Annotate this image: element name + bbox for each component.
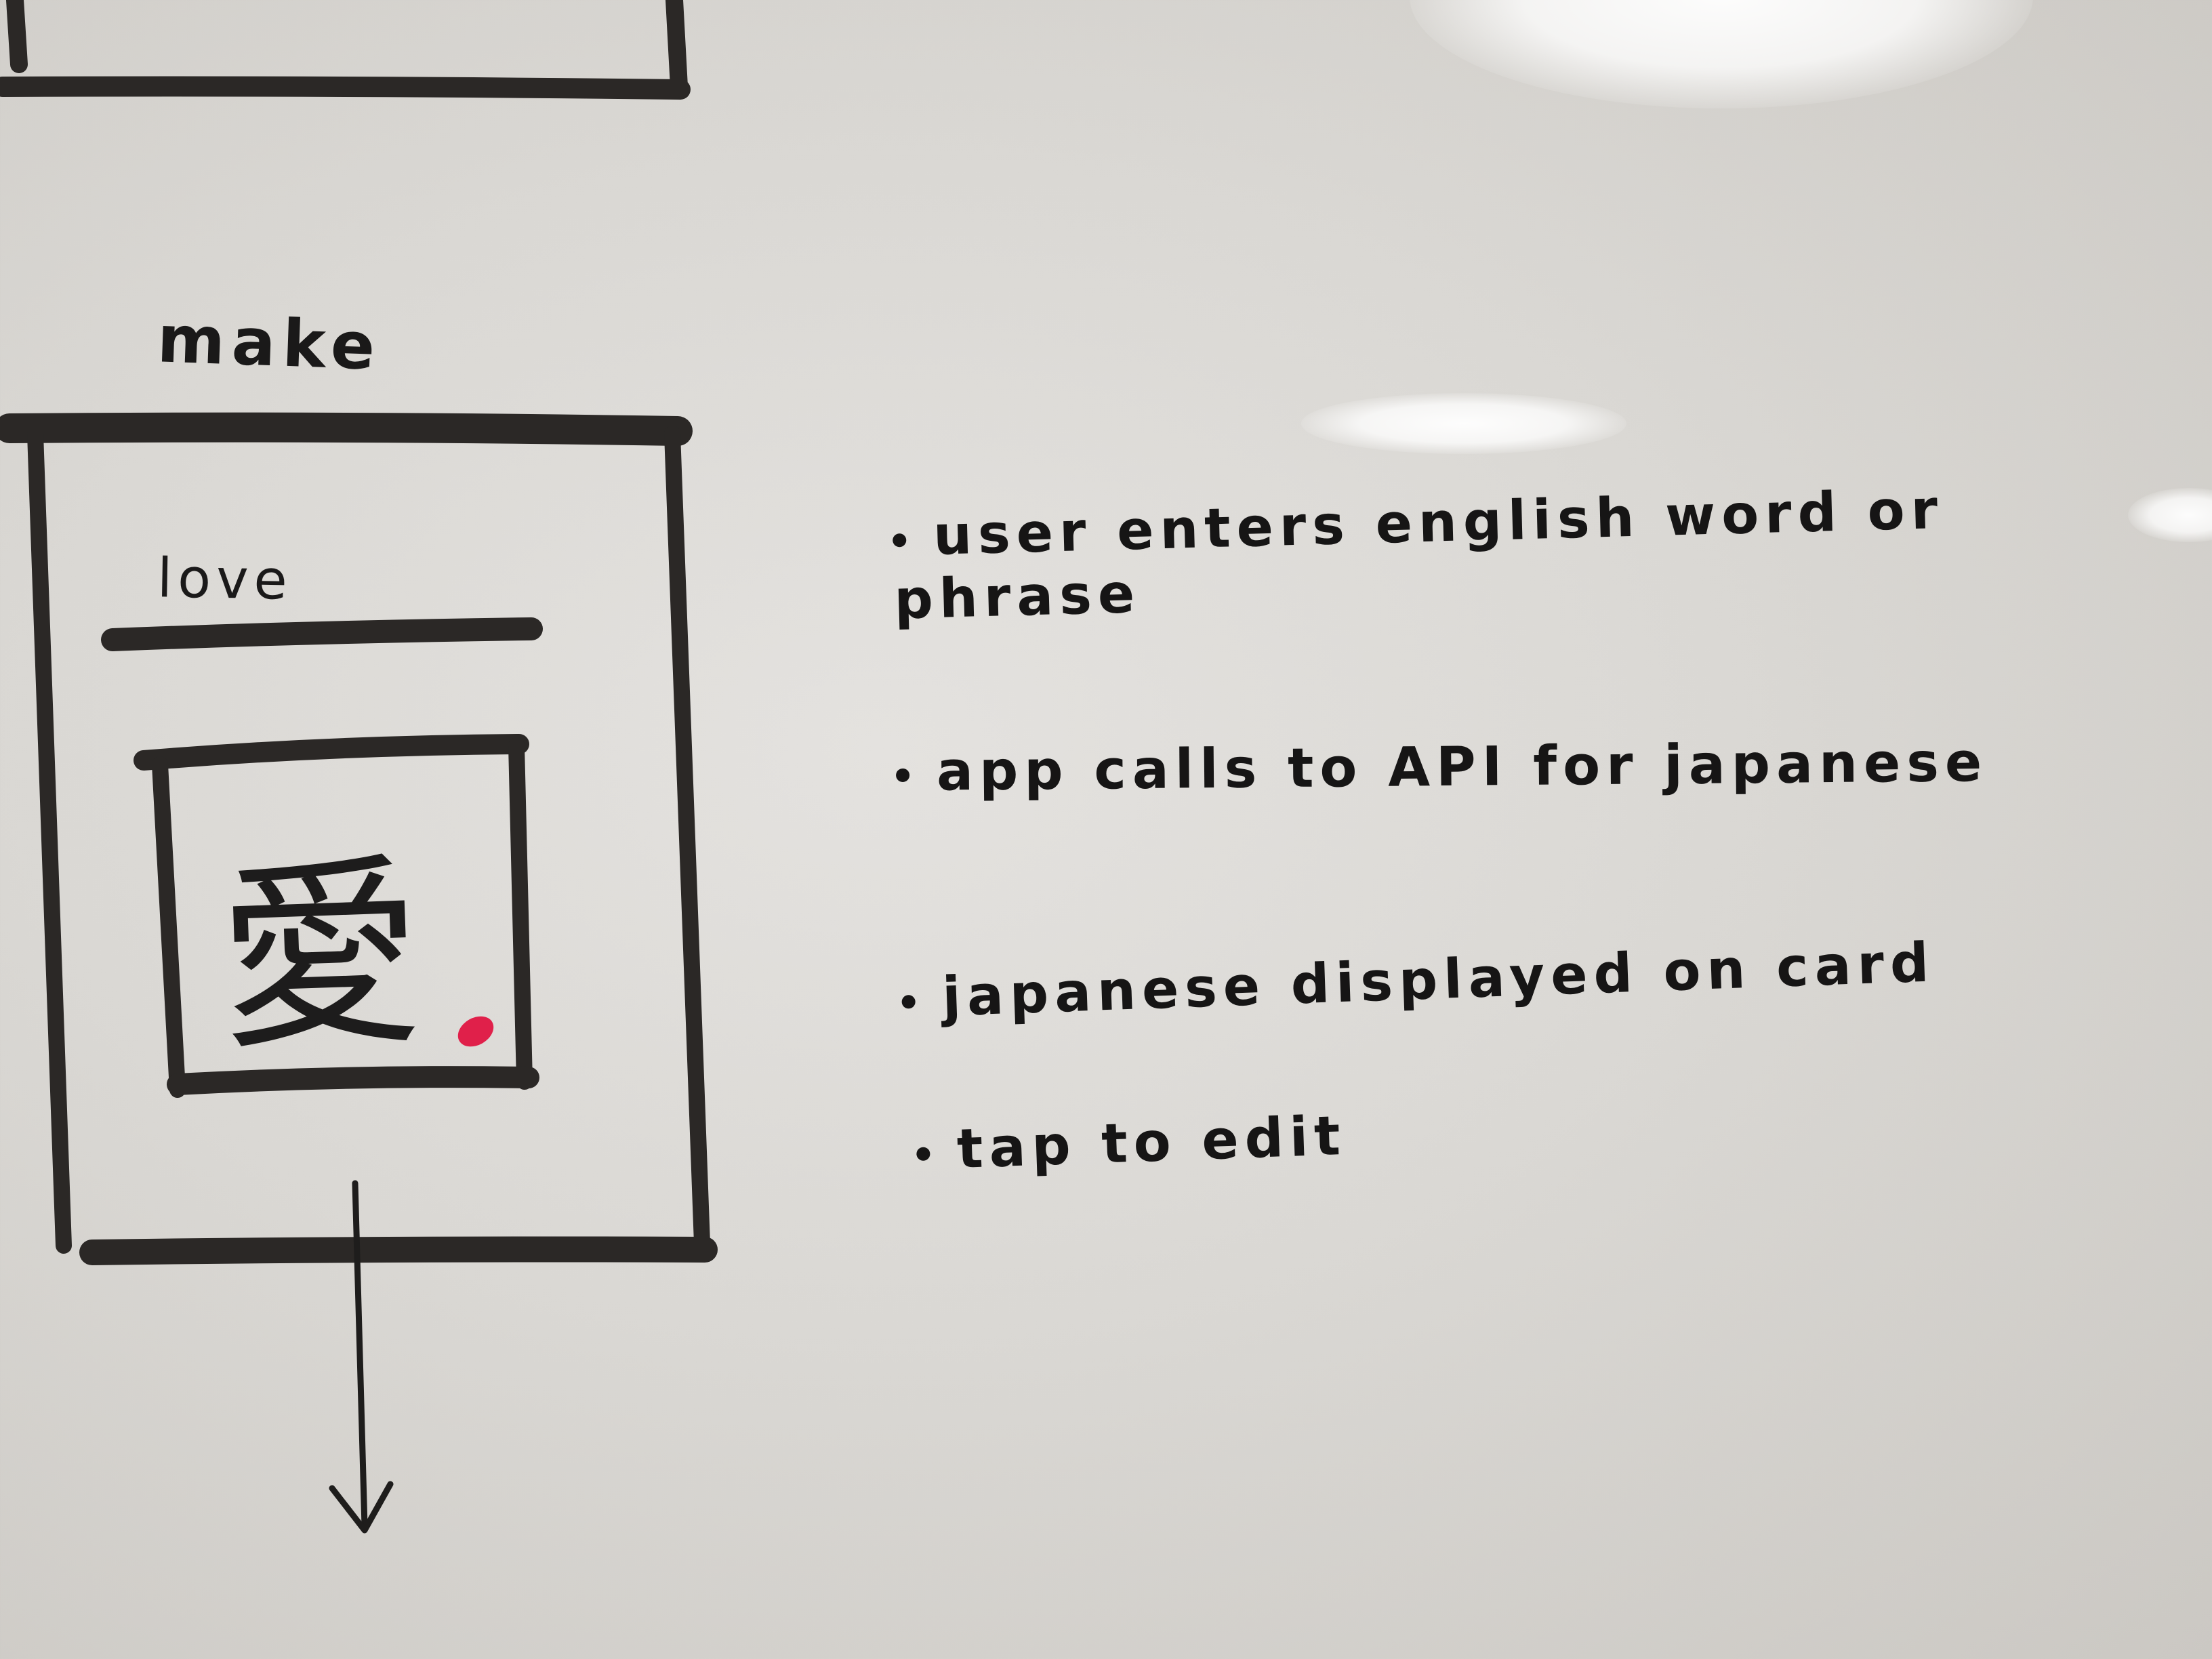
note-text: app calls to API for japanese <box>936 730 1988 803</box>
card-kanji: 愛 <box>214 834 426 1079</box>
previous-screen-frame <box>0 0 691 100</box>
bullet-dot <box>892 533 907 548</box>
card-frame <box>134 734 539 1098</box>
bullet-dot <box>901 994 916 1009</box>
light-glare <box>1301 393 1626 454</box>
phone-frame <box>0 412 718 1265</box>
input-value: love <box>157 546 293 612</box>
flow-arrow <box>329 1180 394 1534</box>
bullet-dot <box>916 1147 930 1162</box>
text-input-line <box>101 617 543 651</box>
edit-indicator-dot <box>457 1016 494 1047</box>
note-item: app calls to API for japanese <box>895 730 1988 803</box>
screen-title: make <box>156 301 384 385</box>
bullet-dot <box>895 768 910 783</box>
